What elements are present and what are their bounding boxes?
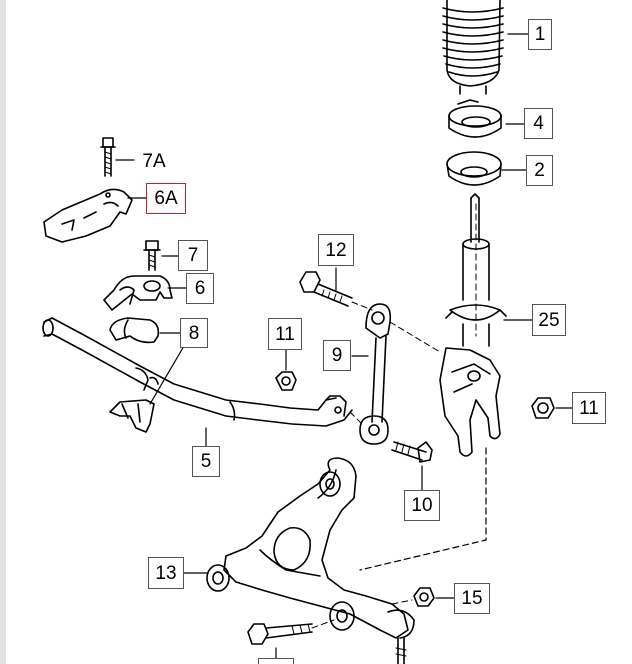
bushing-8 bbox=[109, 317, 160, 433]
label-part-4[interactable]: 4 bbox=[524, 108, 553, 139]
clamp-6 bbox=[103, 275, 173, 311]
strut bbox=[439, 193, 507, 457]
label-part-11-upper[interactable]: 11 bbox=[268, 318, 302, 350]
label-part-15[interactable]: 15 bbox=[454, 583, 490, 614]
label-part-13[interactable]: 13 bbox=[148, 557, 184, 589]
label-part-9[interactable]: 9 bbox=[323, 340, 351, 371]
clamp-bracket-6a bbox=[43, 188, 133, 243]
label-part-1[interactable]: 1 bbox=[528, 19, 552, 50]
dust-boot bbox=[442, 0, 504, 95]
lower-control-arm bbox=[206, 457, 415, 664]
label-part-10[interactable]: 10 bbox=[404, 490, 440, 521]
bolt-12 bbox=[299, 271, 353, 307]
upper-spring-seat bbox=[448, 99, 502, 138]
label-part-6a[interactable]: 6A bbox=[146, 183, 186, 214]
nut-11b bbox=[531, 397, 555, 419]
label-part-5[interactable]: 5 bbox=[192, 446, 220, 477]
left-edge-strip bbox=[0, 0, 6, 664]
bolt-bottom bbox=[247, 623, 313, 645]
bolt-7a bbox=[100, 137, 116, 177]
label-part-7[interactable]: 7 bbox=[178, 240, 208, 271]
label-part-25[interactable]: 25 bbox=[532, 304, 566, 336]
stabilizer-link bbox=[359, 303, 392, 445]
leader-lines bbox=[115, 33, 573, 661]
label-part-cut-off bbox=[258, 658, 294, 664]
bolt-10 bbox=[391, 441, 433, 463]
label-part-8[interactable]: 8 bbox=[180, 318, 208, 348]
lower-spring-seat bbox=[446, 151, 502, 186]
label-part-7a[interactable]: 7A bbox=[142, 150, 166, 172]
bolt-7 bbox=[143, 240, 161, 271]
label-part-2[interactable]: 2 bbox=[526, 155, 553, 186]
nut-11a bbox=[275, 371, 297, 391]
stabilizer-bar bbox=[42, 317, 353, 427]
label-part-6[interactable]: 6 bbox=[186, 273, 214, 304]
label-part-12[interactable]: 12 bbox=[318, 234, 354, 266]
nut-15 bbox=[413, 587, 435, 607]
label-part-11-lower[interactable]: 11 bbox=[572, 392, 606, 424]
